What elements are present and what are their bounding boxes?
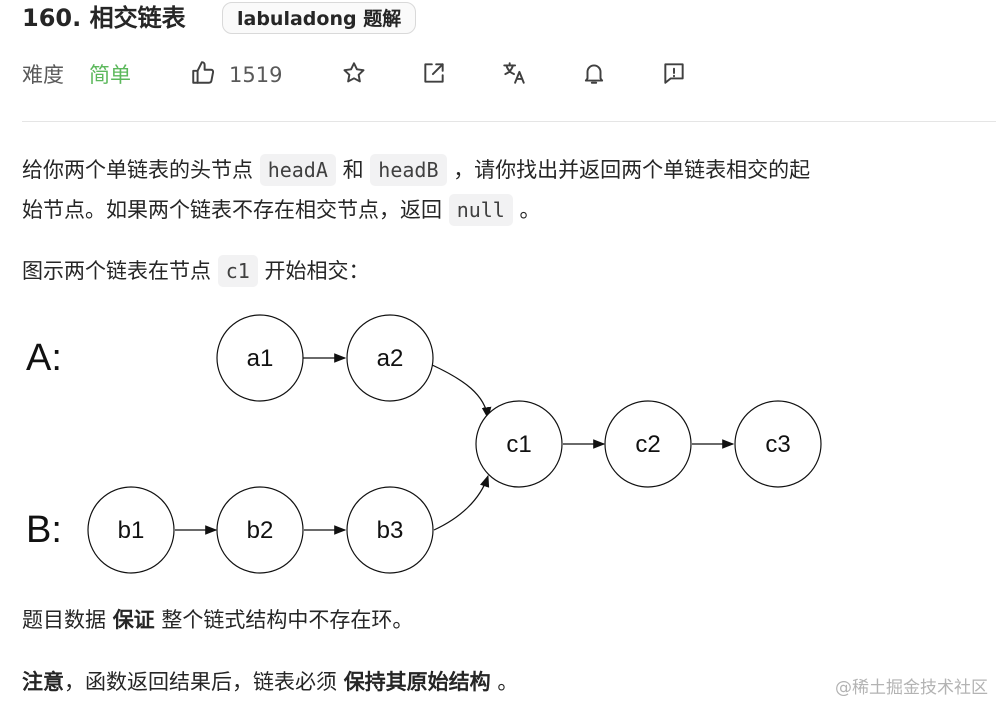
star-icon (341, 60, 367, 90)
note-text: 题目数据 (22, 608, 106, 632)
thumbs-up-icon (190, 60, 216, 90)
node-b3: b3 (346, 486, 434, 574)
note-text: ，函数返回结果后，链表必须 (64, 670, 337, 694)
code-null: null (448, 194, 513, 226)
desc-text: ，请你找出并返回两个单链表相交的起 (453, 158, 811, 182)
list-b-label: B: (26, 509, 62, 551)
desc-text: 和 (342, 158, 364, 182)
node-a1-label: a1 (247, 345, 274, 372)
bell-icon (581, 60, 607, 90)
translate-button[interactable] (497, 58, 531, 92)
like-count: 1519 (229, 63, 283, 87)
note-bold: 保持其原始结构 (343, 670, 491, 694)
node-a2: a2 (346, 314, 434, 402)
node-c1: c1 (475, 400, 563, 488)
solution-badge[interactable]: labuladong 题解 (222, 2, 417, 34)
note-paragraph-no-cycle: 题目数据 保证 整个链式结构中不存在环。 (22, 600, 1002, 640)
like-button[interactable] (186, 58, 220, 92)
difficulty-label: 难度 (22, 63, 64, 87)
watermark: @稀土掘金技术社区 (835, 678, 988, 698)
header-divider (22, 121, 996, 122)
node-c3-label: c3 (765, 431, 790, 458)
note-text: 。 (497, 670, 519, 694)
difficulty-value: 简单 (89, 63, 131, 87)
feedback-button[interactable] (657, 58, 691, 92)
node-c3: c3 (734, 400, 822, 488)
code-headA: headA (259, 154, 336, 186)
node-a1: a1 (216, 314, 304, 402)
desc-text: 开始相交： (264, 259, 370, 283)
node-b3-label: b3 (377, 517, 404, 544)
node-c2-label: c2 (635, 431, 660, 458)
share-button[interactable] (417, 58, 451, 92)
desc-text: 图示两个链表在节点 (22, 259, 211, 283)
node-c1-label: c1 (506, 431, 531, 458)
edge-a2-c1 (429, 363, 492, 420)
node-b1: b1 (87, 486, 175, 574)
note-text: 整个链式结构中不存在环。 (161, 608, 414, 632)
desc-text: 始节点。如果两个链表不存在相交节点，返回 (22, 198, 442, 222)
node-a2-label: a2 (377, 345, 404, 372)
description-paragraph-1: 给你两个单链表的头节点 headA 和 headB ，请你找出并返回两个单链表相… (22, 150, 1002, 230)
subscribe-button[interactable] (577, 58, 611, 92)
list-a-label: A: (26, 337, 62, 379)
code-c1: c1 (217, 255, 258, 287)
node-b2-label: b2 (247, 517, 274, 544)
node-b1-label: b1 (118, 517, 145, 544)
desc-text: 。 (519, 198, 541, 222)
description-paragraph-2: 图示两个链表在节点 c1 开始相交： (22, 251, 1002, 291)
edge-b3-c1 (433, 474, 490, 531)
note-paragraph-keep-structure: 注意，函数返回结果后，链表必须 保持其原始结构 。 (22, 662, 1002, 702)
code-headB: headB (370, 154, 447, 186)
desc-text: 给你两个单链表的头节点 (22, 158, 253, 182)
feedback-icon (661, 60, 687, 90)
linked-list-diagram: A: B: a1 a2 b1 b2 b3 c1 c2 c3 (26, 314, 822, 574)
favorite-button[interactable] (337, 58, 371, 92)
translate-icon (501, 60, 527, 90)
note-bold: 保证 (112, 608, 155, 632)
node-c2: c2 (604, 400, 692, 488)
note-bold: 注意 (22, 670, 64, 694)
node-b2: b2 (216, 486, 304, 574)
share-icon (421, 60, 447, 90)
problem-title: 160. 相交链表 (22, 4, 186, 32)
